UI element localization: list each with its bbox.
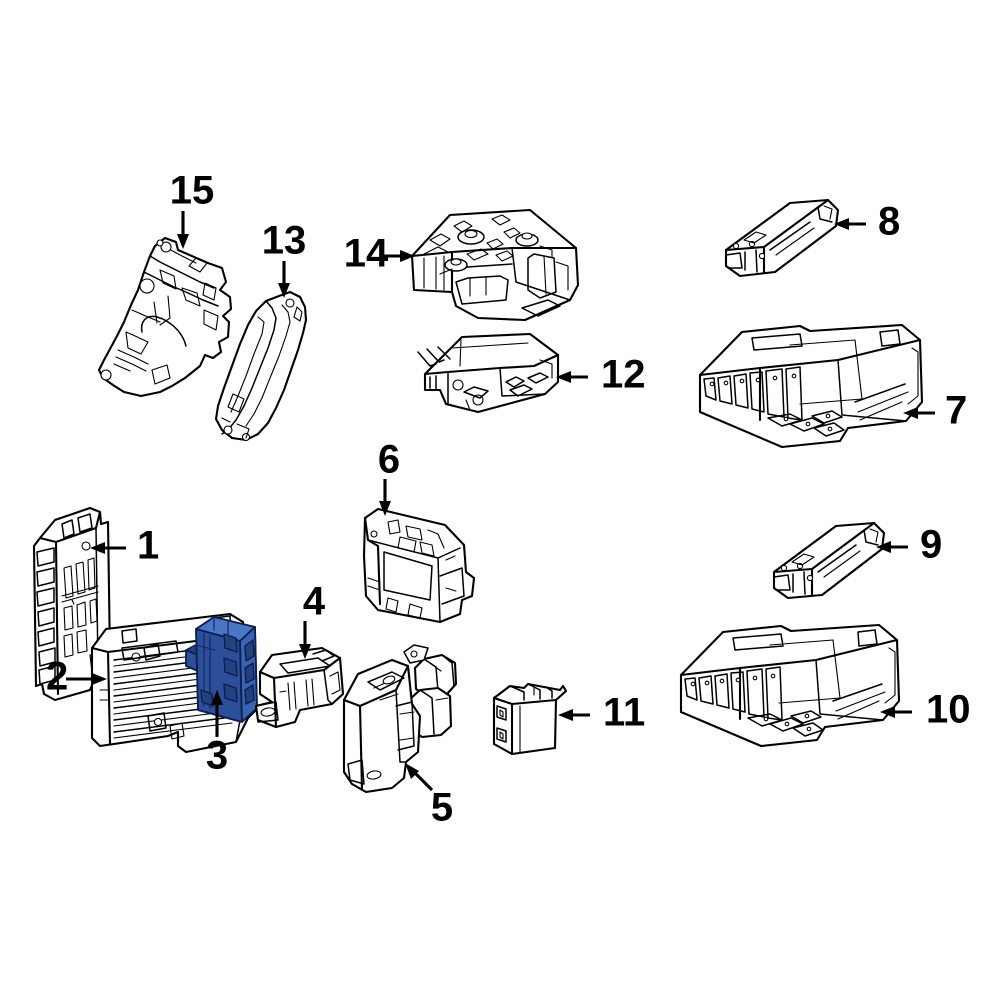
leader-4 [299, 621, 311, 659]
leader-10 [880, 706, 912, 718]
leader-14 [382, 250, 415, 262]
leader-2 [66, 673, 107, 685]
callout-12[interactable]: 12 [601, 353, 646, 397]
callout-4[interactable]: 4 [303, 580, 326, 624]
leader-3 [211, 690, 223, 737]
part-11-compact-box-module[interactable] [492, 682, 568, 756]
leader-7 [903, 407, 935, 419]
part-13-antenna-amplifier-bracket[interactable] [214, 290, 308, 442]
callout-13[interactable]: 13 [262, 219, 307, 263]
callout-14[interactable]: 14 [344, 232, 389, 276]
leader-5 [405, 763, 434, 792]
callout-6[interactable]: 6 [378, 438, 400, 482]
part-6-upright-control-module[interactable] [362, 507, 476, 624]
callout-9[interactable]: 9 [920, 523, 942, 567]
part-7-large-multi-connector-module-a[interactable] [698, 323, 924, 449]
part-8-small-relay-module-a[interactable] [724, 198, 840, 278]
callout-11[interactable]: 11 [603, 691, 645, 735]
callout-5[interactable]: 5 [431, 786, 453, 830]
leader-13 [278, 261, 290, 298]
part-14-relay-junction-block-housing[interactable] [410, 208, 580, 322]
leader-11 [558, 709, 590, 721]
callout-8[interactable]: 8 [878, 200, 900, 244]
callout-7[interactable]: 7 [945, 389, 967, 433]
leader-12 [556, 371, 588, 383]
part-12-pin-header-control-module[interactable] [417, 332, 560, 414]
leader-6 [379, 479, 391, 516]
callout-2[interactable]: 2 [46, 655, 68, 699]
callout-15[interactable]: 15 [170, 169, 215, 213]
leader-15 [177, 211, 189, 249]
callout-3[interactable]: 3 [206, 734, 228, 778]
part-5-abs-hydraulic-control-unit[interactable] [342, 644, 458, 794]
leader-9 [876, 541, 908, 553]
callout-1[interactable]: 1 [137, 524, 159, 568]
part-15-contoured-mounting-bracket[interactable] [97, 236, 233, 398]
leader-1 [90, 542, 126, 554]
callout-10[interactable]: 10 [926, 688, 971, 732]
part-10-large-multi-connector-module-b[interactable] [679, 623, 901, 748]
part-3-body-control-relay-module[interactable] [185, 616, 258, 723]
leader-8 [834, 218, 866, 230]
part-4-flat-sensor-module-with-tab[interactable] [254, 646, 345, 729]
